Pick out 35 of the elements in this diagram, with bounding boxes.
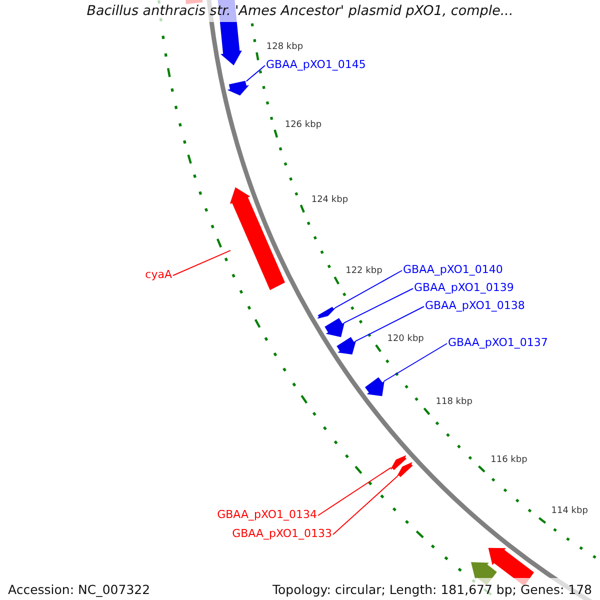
- leader-line: [332, 476, 398, 535]
- leader-line: [246, 65, 266, 82]
- scale-label: 128 kbp: [266, 42, 304, 52]
- gene-label: GBAA_pXO1_0145: [266, 58, 366, 71]
- gene-feature: [336, 337, 356, 354]
- title: Bacillus anthracis str. 'Ames Ancestor' plasmid pXO1, comple...: [86, 3, 514, 19]
- scale-label: 116 kbp: [490, 454, 528, 465]
- gene-feature: [230, 187, 286, 290]
- leader-line: [334, 270, 402, 308]
- gene-label: GBAA_pXO1_0139: [414, 281, 514, 294]
- info-text: Accession: NC_007322: [8, 582, 150, 596]
- leader-line: [172, 250, 231, 276]
- gene-label: cyaA: [145, 268, 172, 281]
- leader-line: [355, 306, 424, 342]
- scale-label: 120 kbp: [387, 334, 424, 344]
- leader-line: [344, 288, 414, 324]
- gene-feature: [324, 318, 345, 338]
- gene-label: GBAA_pXO1_0134: [217, 508, 317, 521]
- scale-label: 114 kbp: [551, 506, 588, 516]
- gene-label: GBAA_pXO1_0137: [448, 336, 548, 349]
- scale-label: 126 kbp: [284, 120, 322, 130]
- leader-line: [383, 343, 448, 382]
- scale-label: 118 kbp: [436, 397, 472, 408]
- gene-label: GBAA_pXO1_0140: [403, 263, 503, 276]
- gene-feature: [317, 306, 336, 319]
- gene-feature: [390, 455, 406, 470]
- gene-label: GBAA_pXO1_0138: [425, 299, 525, 312]
- leader-line: [318, 467, 392, 516]
- scale-label: 124 kbp: [311, 194, 348, 205]
- gene-feature: [397, 462, 413, 478]
- gene-feature: [364, 377, 384, 396]
- info-text: Topology: circular; Length: 181,677 bp; Genes: 178: [272, 582, 592, 596]
- gene-feature: [227, 80, 250, 96]
- gene-label: GBAA_pXO1_0133: [232, 527, 332, 540]
- scale-label: 122 kbp: [346, 266, 382, 276]
